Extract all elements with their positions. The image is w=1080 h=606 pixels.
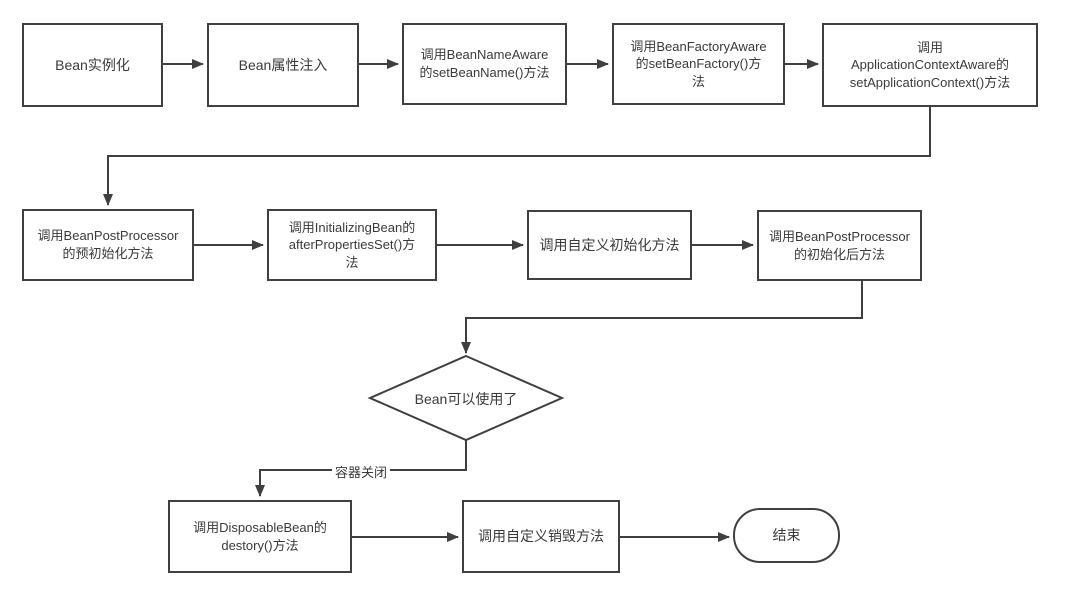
node-bean-factory-aware: 调用BeanFactoryAware 的setBeanFactory()方 法 [612, 23, 785, 105]
node-bean-name-aware: 调用BeanNameAware 的setBeanName()方法 [402, 23, 567, 105]
node-initializing-bean: 调用InitializingBean的 afterPropertiesSet()… [267, 209, 437, 281]
edge-label-container-close: 容器关闭 [332, 462, 391, 481]
node-custom-destroy: 调用自定义销毁方法 [462, 500, 620, 573]
node-end-terminator: 结束 [733, 508, 840, 563]
node-bean-instantiate: Bean实例化 [22, 23, 163, 107]
edge-application-context-aware-to-pre-init [103, 107, 931, 206]
node-application-context-aware: 调用 ApplicationContextAware的 setApplicati… [822, 23, 1038, 107]
node-disposable-bean: 调用DisposableBean的 destory()方法 [168, 500, 352, 573]
node-custom-init: 调用自定义初始化方法 [527, 210, 692, 280]
node-post-processor-pre-init: 调用BeanPostProcessor 的预初始化方法 [22, 209, 194, 281]
node-post-processor-post-init: 调用BeanPostProcessor 的初始化后方法 [757, 210, 922, 281]
edge-post-init-to-decision [461, 281, 863, 354]
node-bean-ready-decision-label: Bean可以使用了 [414, 391, 518, 407]
node-bean-property-inject: Bean属性注入 [207, 23, 359, 107]
